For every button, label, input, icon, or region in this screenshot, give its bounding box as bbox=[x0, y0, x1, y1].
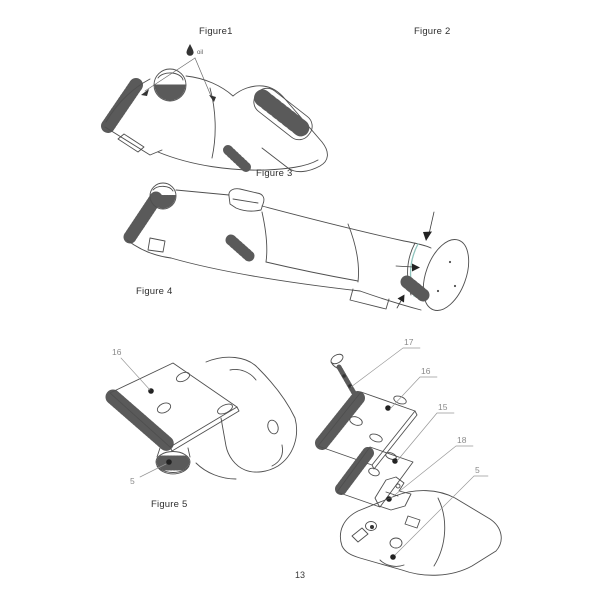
part-label-top-blade: 16 bbox=[421, 366, 431, 376]
figure3-label: Figure 3 bbox=[256, 168, 293, 179]
figure1-illustration: oil bbox=[101, 44, 328, 173]
figure3-illustration bbox=[123, 182, 470, 311]
figure1-label: Figure1 bbox=[199, 26, 233, 37]
part-label-head-knob: 5 bbox=[130, 476, 135, 486]
figure2-label: Figure 2 bbox=[414, 26, 451, 37]
part-label-cutter-blade: 15 bbox=[438, 402, 448, 412]
page-number: 13 bbox=[294, 570, 305, 580]
part-label-head-base: 5 bbox=[475, 465, 480, 475]
figure4-label: Figure 4 bbox=[136, 286, 173, 297]
figure4-arrows bbox=[395, 211, 435, 309]
exploded-view-illustration bbox=[315, 347, 502, 576]
part-label-blade-guide: 18 bbox=[457, 435, 467, 445]
figure5-label: Figure 5 bbox=[151, 499, 188, 510]
part-label-screw: 17 bbox=[404, 337, 414, 347]
oil-label: oil bbox=[197, 50, 203, 56]
figure5-illustration bbox=[105, 356, 298, 480]
oil-drop-icon bbox=[186, 44, 194, 56]
part-label-head-blade: 16 bbox=[112, 347, 122, 357]
